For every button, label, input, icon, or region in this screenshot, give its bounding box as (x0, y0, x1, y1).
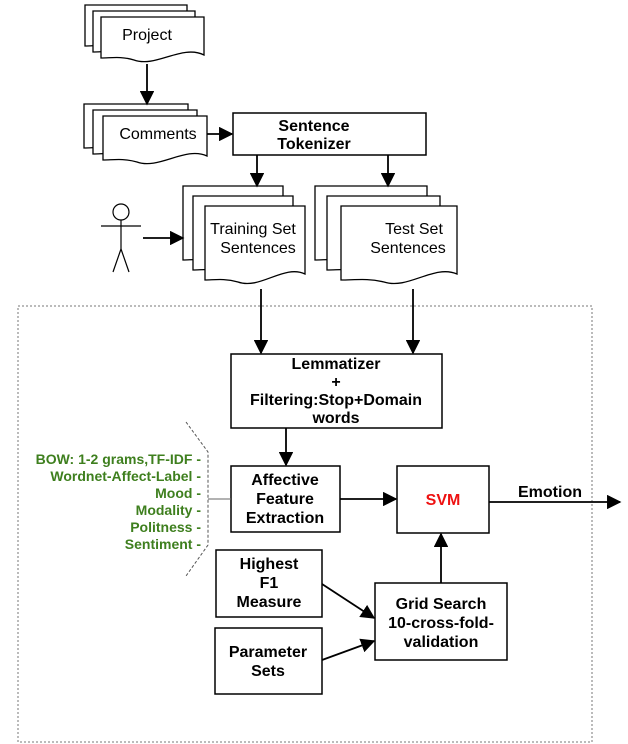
arrow-f1-gridsearch (321, 583, 376, 619)
affective-line-2: Feature (256, 491, 314, 508)
lemmatizer-line-4: words (311, 410, 359, 427)
affective-line-1: Affective (251, 472, 319, 489)
sentence-tokenizer-box: Sentence Tokenizer (232, 112, 427, 156)
affective-feature-extraction-box: Affective Feature Extraction (230, 465, 341, 533)
grid-search-line-2: 10-cross-fold- (388, 615, 494, 632)
feature-item: BOW: 1-2 grams,TF-IDF - (36, 451, 202, 467)
test-set-line-1: Test Set (385, 221, 443, 238)
highest-f1-box: Highest F1 Measure (215, 549, 323, 618)
test-set-document-stack: Test Set Sentences (314, 185, 458, 285)
lemmatizer-line-3: Filtering:Stop+Domain (250, 392, 422, 409)
emotion-label: Emotion (518, 484, 582, 501)
training-set-line-2: Sentences (220, 240, 296, 257)
processing-region (17, 305, 593, 743)
parameter-sets-box: Parameter Sets (214, 627, 323, 695)
highest-f1-line-2: F1 (260, 575, 279, 592)
affective-line-3: Extraction (246, 510, 324, 527)
project-document-stack: Project (84, 4, 205, 63)
feature-item: Politness - (130, 519, 201, 535)
grid-search-box: Grid Search 10-cross-fold- validation (374, 582, 508, 661)
training-set-document-stack: Training Set Sentences (182, 185, 306, 285)
sentence-tokenizer-line-1: Sentence (278, 118, 349, 135)
sentence-tokenizer-line-2: Tokenizer (277, 136, 351, 153)
feature-item: Mood - (155, 485, 201, 501)
arrow-params-gridsearch (321, 638, 376, 661)
grid-search-line-3: validation (404, 634, 479, 651)
svm-box: SVM (396, 465, 490, 534)
feature-item: Modality - (136, 502, 202, 518)
lemmatizer-line-1: Lemmatizer (292, 356, 381, 373)
comments-label: Comments (119, 126, 196, 143)
training-set-line-1: Training Set (210, 221, 296, 238)
lemmatizer-box: Lemmatizer + Filtering:Stop+Domain words (230, 353, 443, 429)
feature-list: BOW: 1-2 grams,TF-IDF - Wordnet-Affect-L… (36, 451, 202, 552)
lemmatizer-line-2: + (331, 374, 340, 391)
feature-item: Wordnet-Affect-Label - (50, 468, 201, 484)
grid-search-line-1: Grid Search (396, 596, 487, 613)
feature-item: Sentiment - (125, 536, 202, 552)
highest-f1-line-1: Highest (240, 556, 299, 573)
highest-f1-line-3: Measure (237, 594, 302, 611)
parameter-sets-line-2: Sets (251, 663, 285, 680)
comments-document-stack: Comments (83, 103, 208, 165)
svm-label: SVM (426, 492, 461, 509)
test-set-line-2: Sentences (370, 240, 446, 257)
stick-figure-icon (101, 203, 141, 273)
project-label: Project (122, 27, 172, 44)
parameter-sets-line-1: Parameter (229, 644, 307, 661)
